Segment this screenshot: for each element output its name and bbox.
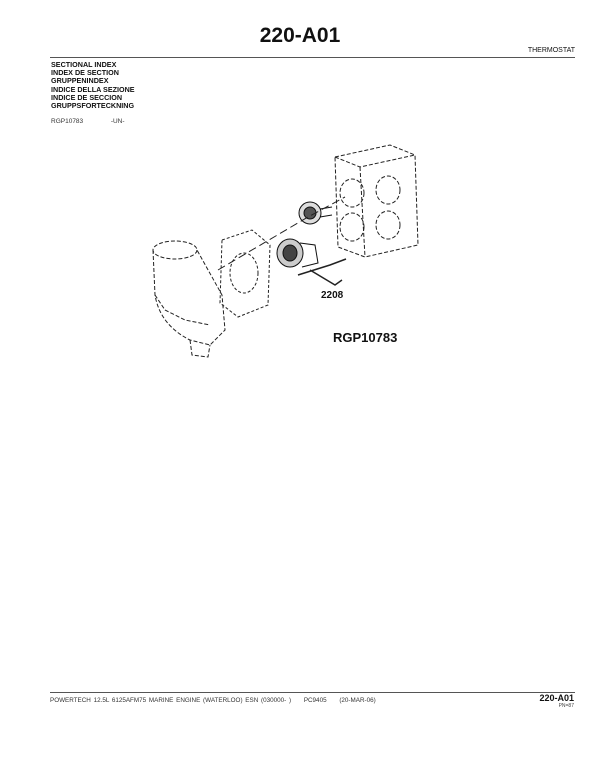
alignment-line bbox=[217, 196, 346, 271]
index-title: GRUPPENINDEX bbox=[51, 76, 109, 86]
index-title: SECTIONAL INDEX bbox=[51, 60, 117, 69]
footer-date: (20-MAR-06) bbox=[339, 697, 376, 704]
index-title: INDEX DE SECTION bbox=[51, 68, 119, 78]
thermostat-large bbox=[276, 238, 319, 268]
reference-id: RGP10783 bbox=[51, 118, 84, 125]
footer-product: POWERTECH 12.5L 6125AFM75 MARINE ENGINE … bbox=[50, 697, 292, 704]
figure-id: RGP10783 bbox=[333, 330, 398, 345]
footer-text: POWERTECH 12.5L 6125AFM75 MARINE ENGINE … bbox=[50, 697, 386, 704]
illustration-reference: RGP10783 -UN- bbox=[51, 118, 125, 125]
reference-qualifier: -UN- bbox=[110, 118, 125, 125]
gasket bbox=[219, 229, 271, 318]
footer-page-number: PN=87 bbox=[558, 703, 574, 709]
index-title: GRUPPSFORTECKNING bbox=[51, 101, 135, 111]
outlet-elbow bbox=[152, 240, 226, 358]
callout-leader bbox=[297, 258, 347, 286]
index-title: INDICE DE SECCION bbox=[51, 92, 123, 102]
footer-rule bbox=[50, 692, 575, 693]
footer-page-code: 220-A01 bbox=[539, 693, 574, 703]
sectional-index-titles: SECTIONAL INDEX INDEX DE SECTION GRUPPEN… bbox=[51, 60, 135, 111]
header-rule bbox=[50, 57, 575, 58]
section-topic: THERMOSTAT bbox=[527, 47, 575, 54]
thermostat-exploded-illustration bbox=[152, 144, 419, 358]
index-title: INDICE DELLA SEZIONE bbox=[51, 84, 135, 94]
footer-catalog: PC9405 bbox=[303, 697, 327, 704]
part-callout: 2208 bbox=[321, 290, 344, 301]
thermostat-housing bbox=[334, 144, 419, 258]
page-title: 220-A01 bbox=[259, 24, 341, 47]
